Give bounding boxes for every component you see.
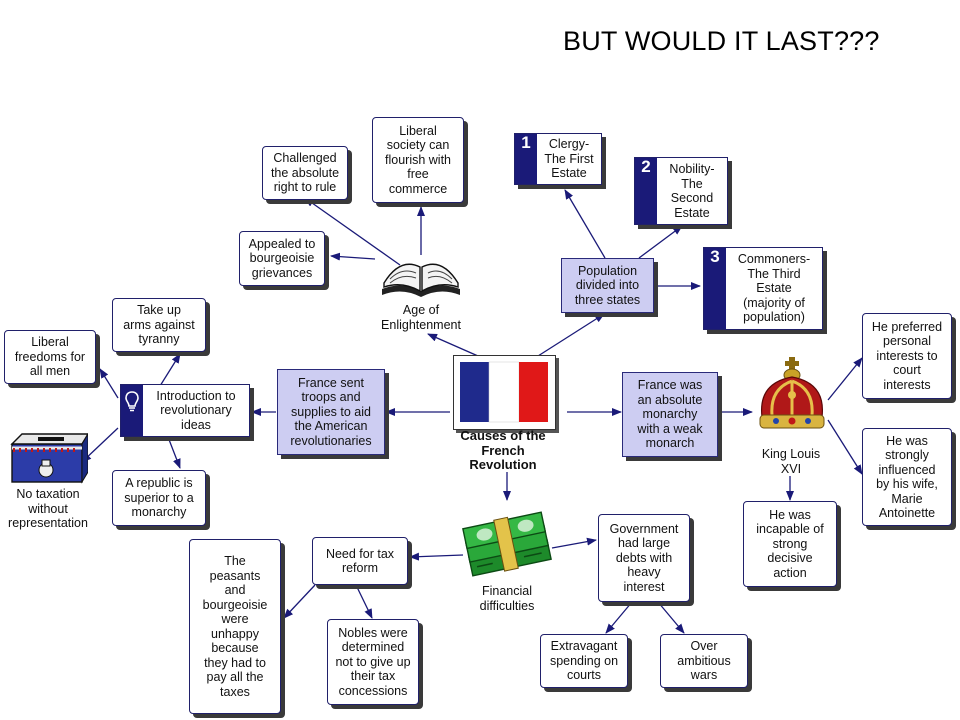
- lightbulb-icon: [121, 385, 143, 436]
- arrow: [537, 313, 605, 357]
- crown-icon: [754, 355, 830, 446]
- commoners-node: 3 Commoners- The Third Estate (majority …: [703, 247, 823, 330]
- peasants-node: The peasants and bourgeoisie were unhapp…: [189, 539, 281, 714]
- republic-node: A republic is superior to a monarchy: [112, 470, 206, 526]
- center-label: Causes of the French Revolution: [460, 428, 546, 472]
- clergy-text: Clergy- The First Estate: [544, 137, 594, 181]
- arrow: [283, 584, 316, 619]
- arrow: [564, 189, 606, 259]
- need-tax-reform-node: Need for tax reform: [312, 537, 408, 585]
- arrow: [159, 353, 181, 387]
- extravagant-node: Extravagant spending on courts: [540, 634, 628, 688]
- influenced-node: He was strongly influenced by his wife, …: [862, 428, 952, 526]
- population-node: Population divided into three states: [561, 258, 654, 313]
- arrow: [827, 419, 863, 475]
- liberal-society-node: Liberal society can flourish with free c…: [372, 117, 464, 203]
- appealed-node: Appealed to bourgeoisie grievances: [239, 231, 325, 286]
- arrow: [551, 537, 597, 549]
- estate-number-badge: 2: [635, 158, 657, 224]
- enlightenment-label: Age of Enlightenment: [381, 303, 461, 332]
- personal-interests-node: He preferred personal interests to court…: [862, 313, 952, 399]
- nobility-node: 2 Nobility- The Second Estate: [634, 157, 728, 225]
- arrow: [657, 601, 685, 634]
- open-book-icon: [378, 253, 464, 304]
- french-flag-icon: [453, 355, 556, 430]
- arrow: [827, 357, 863, 401]
- incapable-node: He was incapable of strong decisive acti…: [743, 501, 837, 587]
- estate-number-badge: 1: [515, 134, 537, 184]
- page-title: BUT WOULD IT LAST???: [563, 26, 880, 56]
- arrow: [330, 252, 376, 261]
- money-stack-icon: [459, 504, 555, 589]
- arrow: [167, 436, 181, 469]
- commoners-text: Commoners- The Third Estate (majority of…: [737, 252, 811, 325]
- nobles-node: Nobles were determined not to give up th…: [327, 619, 419, 705]
- ballot-box-icon: [8, 430, 90, 491]
- clergy-node: 1 Clergy- The First Estate: [514, 133, 602, 185]
- arrow: [427, 333, 479, 357]
- no-taxation-label: No taxation without representation: [8, 487, 88, 530]
- financial-label: Financial difficulties: [479, 584, 535, 613]
- liberal-freedoms-node: Liberal freedoms for all men: [4, 330, 96, 384]
- france-sent-node: France sent troops and supplies to aid t…: [277, 369, 385, 455]
- arrow: [304, 197, 401, 266]
- introduction-text: Introduction to revolutionary ideas: [156, 388, 236, 432]
- challenged-node: Challenged the absolute right to rule: [262, 146, 348, 200]
- take-up-arms-node: Take up arms against tyranny: [112, 298, 206, 352]
- arrow: [638, 225, 683, 259]
- government-debts-node: Government had large debts with heavy in…: [598, 514, 690, 602]
- introduction-node: Introduction to revolutionary ideas: [120, 384, 250, 437]
- absolute-monarchy-node: France was an absolute monarchy with a w…: [622, 372, 718, 457]
- estate-number-badge: 3: [704, 248, 726, 329]
- arrow: [409, 552, 464, 561]
- king-label: King Louis XVI: [761, 447, 821, 476]
- arrow: [355, 584, 373, 619]
- arrow: [81, 427, 119, 463]
- arrow: [605, 601, 633, 634]
- nobility-text: Nobility- The Second Estate: [669, 162, 715, 220]
- over-ambitious-node: Over ambitious wars: [660, 634, 748, 688]
- arrow: [99, 368, 119, 399]
